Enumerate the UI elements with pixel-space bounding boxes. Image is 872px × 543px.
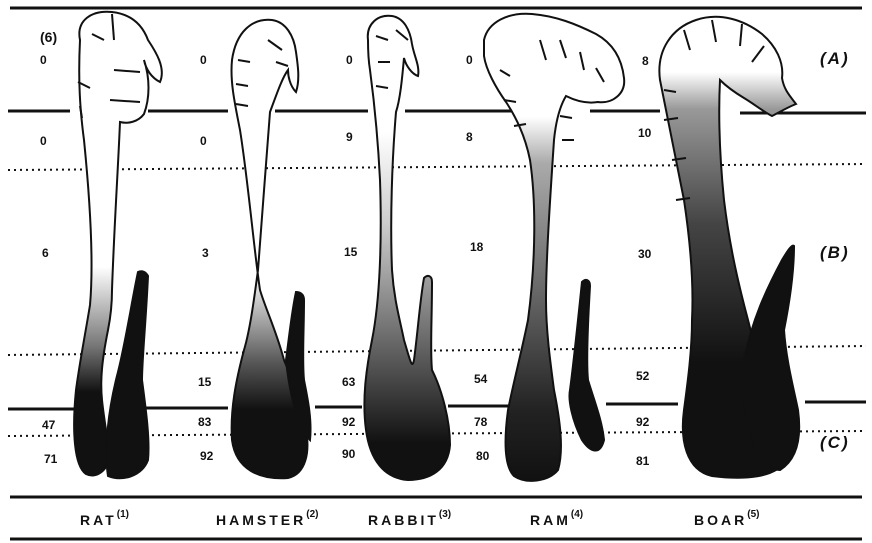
hamster-values: 0 0 3 15 83 92 (198, 53, 214, 463)
species-label-hamster: HAMSTER(2) (216, 509, 318, 528)
value-label: 0 (40, 134, 47, 148)
value-label: 54 (474, 372, 488, 386)
value-label: 18 (470, 240, 484, 254)
value-label: 0 (346, 53, 353, 67)
value-label: 15 (344, 245, 358, 259)
boar-values: 8 10 30 52 92 81 (636, 54, 652, 468)
rabbit-epididymis (364, 16, 450, 480)
value-label: 0 (40, 53, 47, 67)
species-label-boar: BOAR(5) (694, 509, 759, 528)
boar-epididymis (659, 17, 799, 478)
value-label: 92 (342, 415, 356, 429)
value-label: 3 (202, 246, 209, 260)
species-label-rat: RAT(1) (80, 509, 129, 528)
ram-epididymis (484, 14, 624, 481)
reference-marker: (6) (40, 29, 57, 45)
ram-values: 0 8 18 54 78 80 (466, 53, 490, 463)
value-label: 47 (42, 418, 56, 432)
value-label: 52 (636, 369, 650, 383)
value-label: 9 (346, 130, 353, 144)
region-label-c: (C) (820, 433, 850, 452)
species-label-rabbit: RABBIT(3) (368, 509, 451, 528)
hamster-epididymis (231, 20, 310, 478)
value-label: 81 (636, 454, 650, 468)
value-label: 0 (200, 134, 207, 148)
value-label: 10 (638, 126, 652, 140)
value-label: 80 (476, 449, 490, 463)
species-label-ram: RAM(4) (530, 509, 583, 528)
value-label: 30 (638, 247, 652, 261)
rat-values: 0 0 6 47 71 (40, 53, 58, 466)
value-label: 8 (466, 130, 473, 144)
value-label: 83 (198, 415, 212, 429)
value-label: 90 (342, 447, 356, 461)
value-label: 92 (636, 415, 650, 429)
value-label: 63 (342, 375, 356, 389)
value-label: 6 (42, 246, 49, 260)
value-label: 8 (642, 54, 649, 68)
rabbit-values: 0 9 15 63 92 90 (342, 53, 358, 461)
value-label: 0 (200, 53, 207, 67)
region-label-b: (B) (820, 243, 850, 262)
region-label-a: (A) (820, 49, 850, 68)
value-label: 78 (474, 415, 488, 429)
value-label: 15 (198, 375, 212, 389)
value-label: 0 (466, 53, 473, 67)
value-label: 92 (200, 449, 214, 463)
value-label: 71 (44, 452, 58, 466)
species-labels: RAT(1) HAMSTER(2) RABBIT(3) RAM(4) BOAR(… (80, 509, 759, 528)
